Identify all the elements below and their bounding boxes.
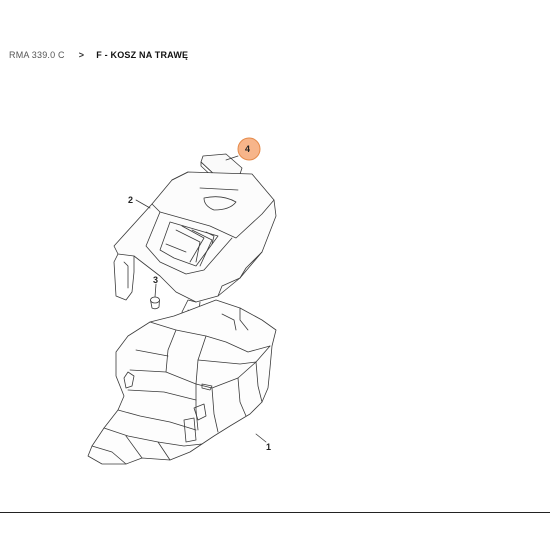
leader-1 — [255, 433, 267, 443]
leader-3 — [154, 283, 157, 298]
callout-4[interactable]: 4 — [237, 137, 261, 161]
part-1-basket[interactable] — [87, 299, 277, 465]
breadcrumb-current: F - KOSZ NA TRAWĘ — [96, 50, 189, 60]
footer-divider — [0, 512, 550, 513]
callout-1-label[interactable]: 1 — [266, 442, 271, 452]
part-2-lid[interactable] — [113, 171, 277, 331]
part-3-pin[interactable] — [150, 296, 160, 310]
callout-3-label[interactable]: 3 — [153, 275, 158, 285]
breadcrumb: RMA 339.0 C > F - KOSZ NA TRAWĘ — [9, 50, 188, 60]
callout-2-label[interactable]: 2 — [128, 195, 133, 205]
chevron-right-icon: > — [78, 50, 85, 60]
leader-2 — [135, 199, 151, 209]
callout-4-label: 4 — [245, 144, 250, 154]
callout-4-highlight — [237, 137, 261, 161]
breadcrumb-parent-link[interactable]: RMA 339.0 C — [9, 50, 65, 60]
leader-4 — [225, 155, 239, 161]
